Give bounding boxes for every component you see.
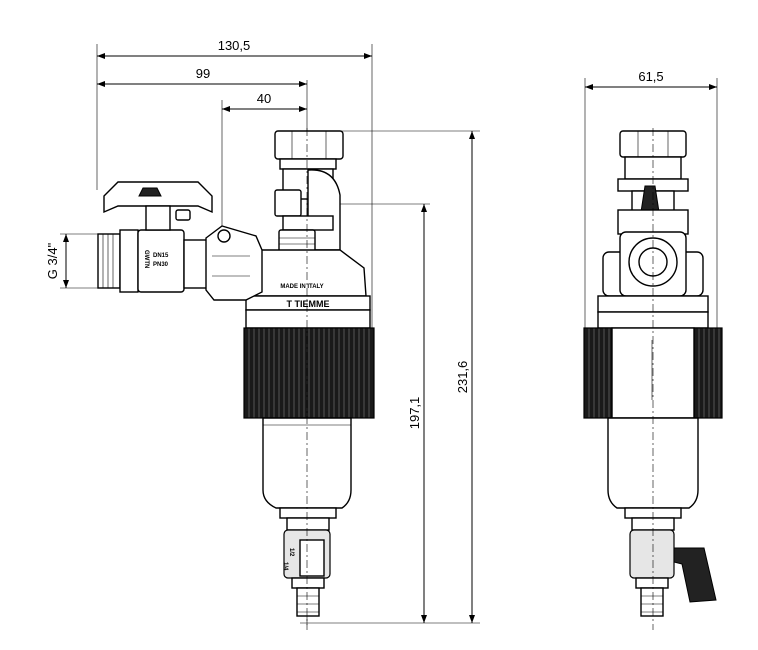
dim-width-99: 99 [196, 66, 210, 81]
valve-pn-label: PN30 [153, 262, 169, 268]
front-view: MADE IN ITALY T TIEMME 1/2 1/4 DN15 PN30… [97, 128, 375, 630]
dim-height-197: 197,1 [407, 397, 422, 430]
made-in-label: MADE IN ITALY [280, 284, 323, 290]
drain-label-b: 1/4 [282, 562, 288, 571]
dim-overall-width: 130,5 [218, 38, 251, 53]
dim-side-width: 61,5 [638, 69, 663, 84]
dim-thread: G 3/4" [45, 242, 60, 279]
drain-label-a: 1/2 [288, 548, 294, 557]
dim-width-40: 40 [257, 91, 271, 106]
valve-dn-label: DN15 [153, 253, 169, 259]
brand-logo: T TIEMME [287, 299, 330, 309]
dimension-lines-side [584, 78, 718, 330]
dim-height-total: 231,6 [455, 361, 470, 394]
dimension-texts-front: 130,5 99 40 G 3/4" 231,6 197,1 [45, 38, 470, 429]
valve-side-label: GWTN [143, 250, 149, 268]
side-view [583, 128, 723, 630]
